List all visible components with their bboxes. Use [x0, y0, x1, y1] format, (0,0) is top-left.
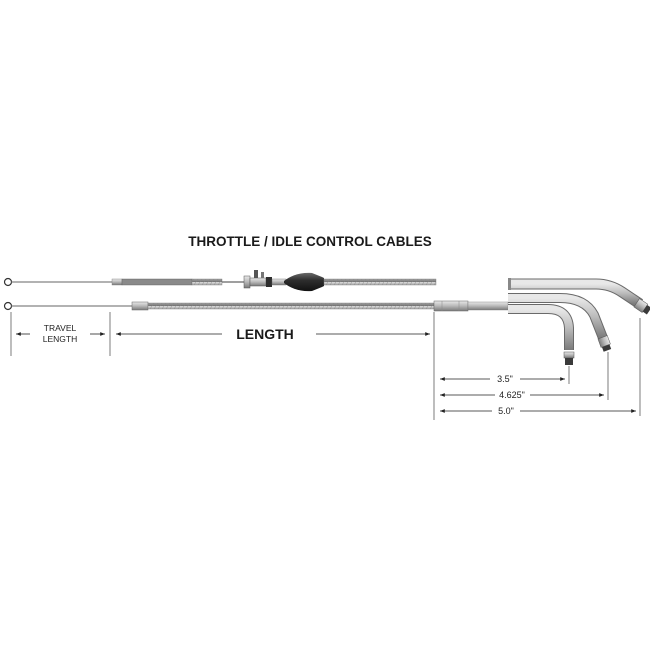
upper-braided-housing [323, 278, 437, 286]
bent-tubes [508, 278, 650, 365]
dim-3-5: 3.5" [497, 374, 513, 384]
upper-cable-end-ball [3, 277, 13, 287]
lower-cable-end-ball [3, 301, 13, 311]
tube-end-3-5 [563, 351, 575, 365]
lower-braided-housing [147, 302, 435, 310]
travel-label-line1: TRAVEL [44, 323, 77, 333]
dim-4-625: 4.625" [499, 390, 525, 400]
tube-end-4-625 [597, 335, 612, 352]
travel-length-dimension: TRAVEL LENGTH [10, 312, 111, 356]
tube-end-5-0 [633, 298, 650, 315]
dim-5-0: 5.0" [498, 406, 514, 416]
lower-cable [3, 300, 509, 312]
cable-ferrule [433, 300, 469, 312]
cable-adjuster [243, 270, 287, 289]
upper-cable [3, 270, 437, 292]
travel-label-line2: LENGTH [43, 334, 77, 344]
length-dimension: LENGTH [116, 312, 435, 420]
length-label: LENGTH [236, 326, 294, 342]
tube-dimensions: 3.5" 4.625" 5.0" [440, 318, 641, 416]
rubber-boot [284, 272, 324, 292]
diagram-title: THROTTLE / IDLE CONTROL CABLES [188, 234, 432, 249]
